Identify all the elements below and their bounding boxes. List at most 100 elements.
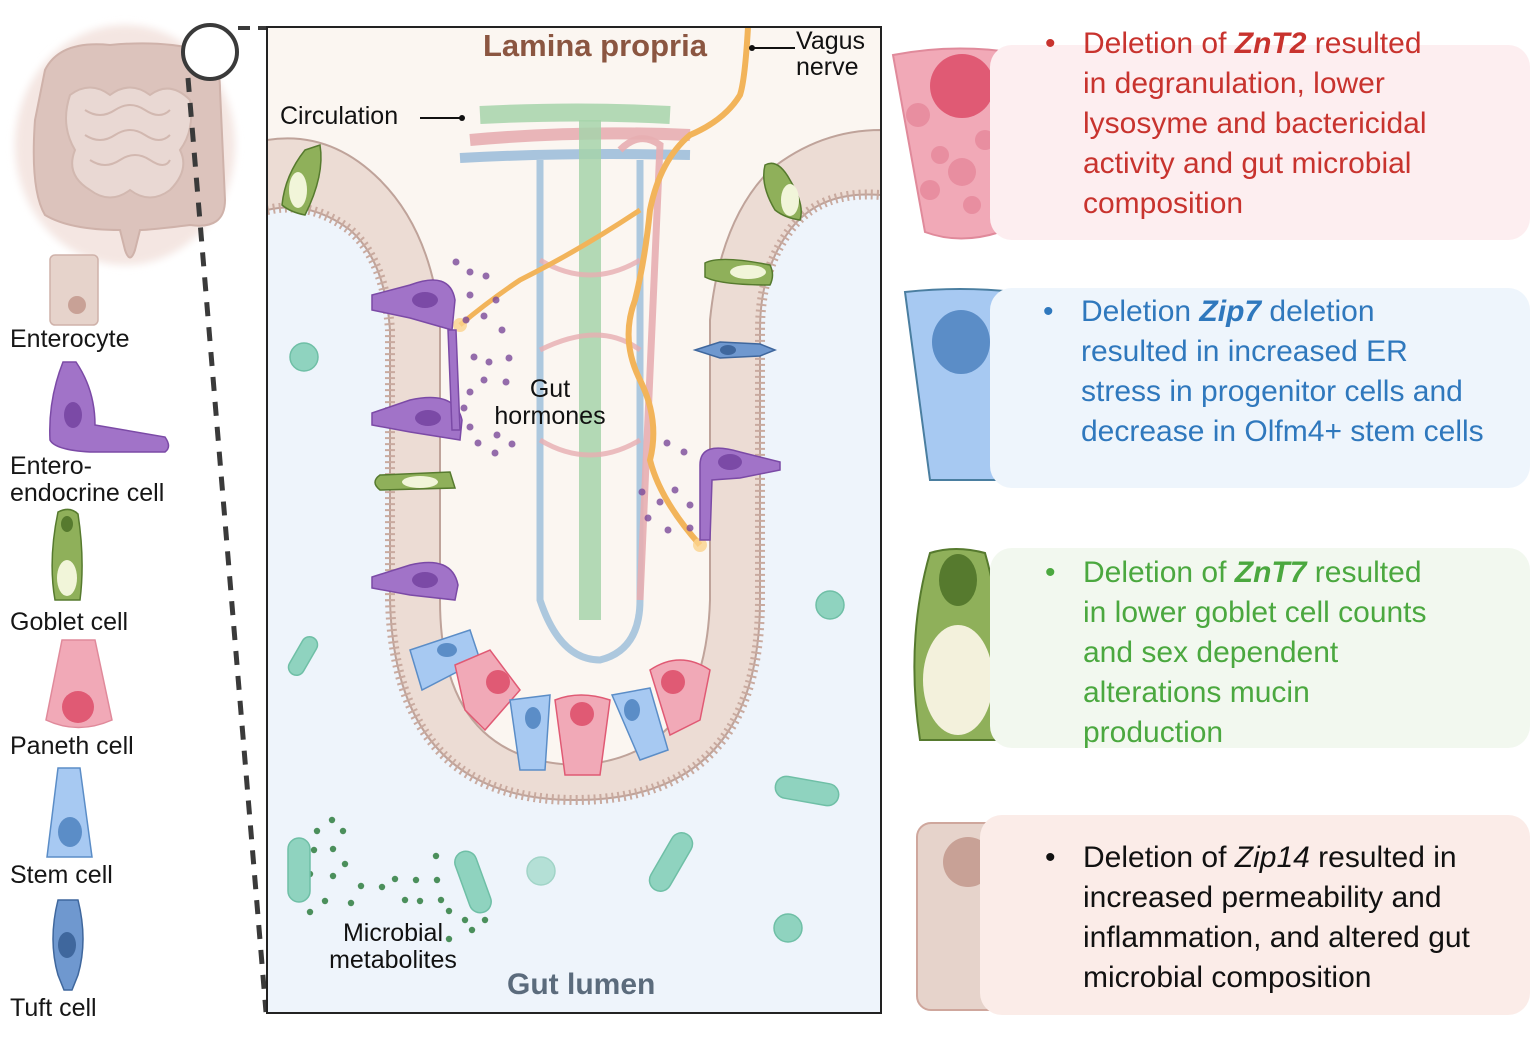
vagus-nerve-label: Vagus nerve: [796, 28, 865, 80]
intestine-illustration: [15, 25, 235, 265]
metabolite-dot: [339, 827, 347, 835]
zoom-guide-bottom: [185, 77, 269, 1013]
metabolite-dot: [341, 860, 349, 868]
paneth-cell-icon: [45, 639, 113, 729]
metabolite-dot: [445, 935, 453, 943]
gut-hormones-label: Gut hormones: [488, 376, 612, 430]
hormone-dot: [466, 291, 474, 299]
hormone-dot: [502, 378, 510, 386]
gene-zip14: Zip14: [1234, 841, 1310, 874]
metabolite-dot: [357, 882, 365, 890]
hormone-dot: [664, 526, 672, 534]
metabolite-dot: [416, 897, 424, 905]
metabolite-dot: [347, 899, 355, 907]
zoom-circle: [181, 23, 239, 81]
metabolite-dot: [321, 897, 329, 905]
metabolites-line2: metabolites: [329, 946, 457, 974]
metabolite-dot: [461, 916, 469, 924]
gut-lumen-title: Gut lumen: [507, 968, 656, 1001]
hormone-dot: [671, 486, 679, 494]
finding-panel-znt7: [990, 548, 1530, 748]
goblet-cell-large-icon: [913, 548, 1002, 741]
finding-text-zip14: • Deletion of Zip14 resulted in increase…: [1045, 838, 1470, 998]
enterocyte-icon: [49, 254, 99, 326]
legend-goblet-label: Goblet cell: [10, 608, 129, 636]
hormone-dot: [493, 431, 501, 439]
hormone-dot: [466, 388, 474, 396]
metabolite-dot: [313, 827, 321, 835]
stem-cell-icon: [46, 767, 93, 858]
hormone-dot: [656, 498, 664, 506]
metabolite-dot: [328, 816, 336, 824]
metabolite-dot: [391, 875, 399, 883]
goblet-cell-icon: [51, 508, 83, 601]
metabolite-dot: [445, 907, 453, 915]
metabolite-dot: [481, 916, 489, 924]
gene-znt7: ZnT7: [1234, 556, 1307, 589]
hormone-dot: [466, 423, 474, 431]
metabolite-dot: [329, 845, 337, 853]
finding-text-znt7: • Deletion of ZnT7 resulted in lower gob…: [1045, 553, 1427, 753]
bacteria: [287, 342, 845, 943]
tuft-cell-icon: [52, 899, 84, 991]
vagus-label-line1: Vagus: [796, 27, 866, 55]
hormone-dot: [644, 514, 652, 522]
finding-panel-zip14: [980, 815, 1530, 1015]
metabolite-dot: [401, 896, 409, 904]
hormone-dot: [482, 272, 490, 280]
hormone-dot: [462, 316, 470, 324]
hormone-dot: [452, 258, 460, 266]
metabolite-dot: [468, 926, 476, 934]
hormone-dot: [680, 448, 688, 456]
hormone-dot: [663, 439, 671, 447]
metabolite-dot: [433, 876, 441, 884]
finding-panel-znt2: [990, 45, 1530, 240]
hormone-dot: [485, 358, 493, 366]
metabolite-dot: [437, 896, 445, 904]
finding-text-zip7: • Deletion Zip7 deletion resulted in inc…: [1043, 292, 1484, 452]
hormone-dot: [492, 296, 500, 304]
finding-text-znt2: • Deletion of ZnT2 resulted in degranula…: [1045, 24, 1427, 224]
circulation-label: Circulation: [280, 102, 399, 130]
enteroendocrine-cell-icon: [49, 361, 170, 453]
microbial-metabolites-label: Microbial metabolites: [318, 920, 468, 974]
hormone-dot: [491, 449, 499, 457]
stem-cell-large-icon: [903, 288, 1017, 481]
legend-stem-label: Stem cell: [10, 861, 113, 889]
gut-hormones-line1: Gut: [529, 375, 571, 403]
legend-enteroendocrine-label-line2: endocrine cell: [10, 479, 165, 507]
hormone-dot: [474, 439, 482, 447]
legend-enteroendocrine-label-line1: Entero-: [10, 452, 92, 480]
gut-hormones-line2: hormones: [494, 402, 606, 430]
gene-zip7: Zip7: [1199, 295, 1262, 328]
bullet-icon: •: [1045, 556, 1056, 589]
crypt-border: [266, 26, 882, 1014]
gut-hormone-dots: [452, 258, 694, 534]
gene-znt2: ZnT2: [1234, 27, 1307, 60]
hormone-dot: [480, 376, 488, 384]
hormone-dot: [686, 501, 694, 509]
hormone-dot: [505, 354, 513, 362]
metabolite-dot: [329, 872, 337, 880]
hormone-dot: [466, 268, 474, 276]
metabolite-dot: [432, 852, 440, 860]
metabolite-dot: [412, 876, 420, 884]
finding-panel-zip7: [990, 288, 1530, 488]
legend-tuft-label: Tuft cell: [10, 994, 97, 1022]
legend-enterocyte-label: Enterocyte: [10, 325, 130, 353]
metabolite-dot: [306, 908, 314, 916]
legend-paneth-label: Paneth cell: [10, 732, 134, 760]
hormone-dot: [686, 524, 694, 532]
crypt-panel: [267, 27, 881, 1013]
metabolite-dot: [378, 883, 386, 891]
hormone-dot: [498, 326, 506, 334]
microbial-metabolite-dots: [306, 816, 489, 943]
hormone-dot: [480, 312, 488, 320]
bullet-icon: •: [1045, 27, 1056, 60]
bullet-icon: •: [1045, 841, 1056, 874]
vagus-label-line2: nerve: [796, 53, 859, 81]
hormone-dot: [638, 488, 646, 496]
hormone-dot: [470, 353, 478, 361]
metabolite-dot: [310, 846, 318, 854]
